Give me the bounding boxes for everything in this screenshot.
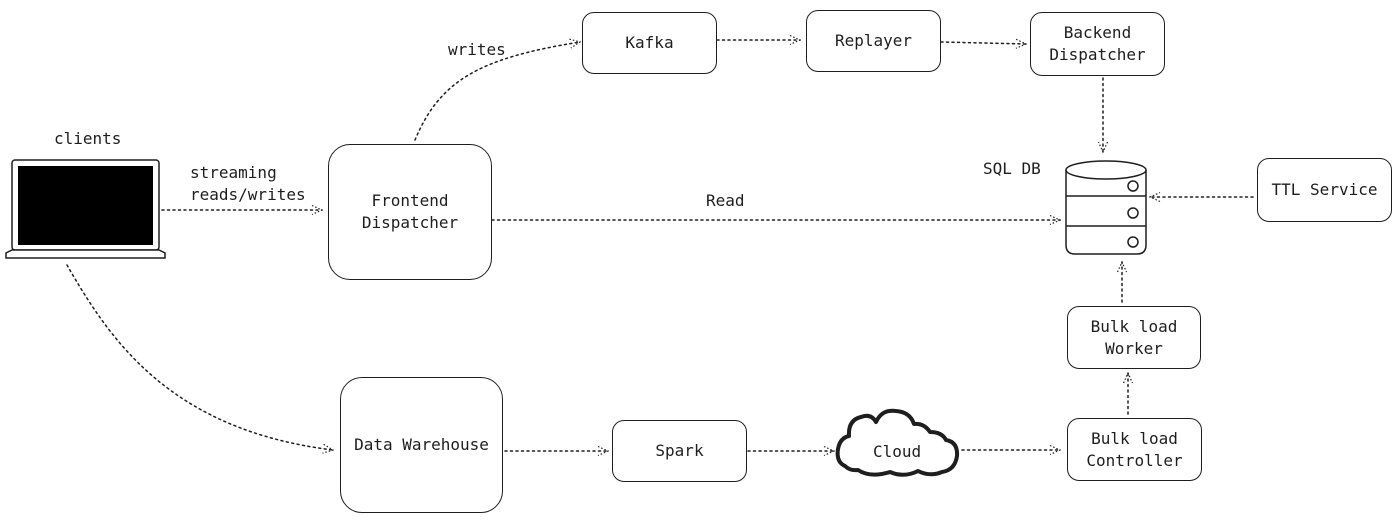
backend-dispatcher-node: Backend Dispatcher [1030, 12, 1165, 76]
bulk-load-worker-node: Bulk load Worker [1067, 306, 1201, 369]
streaming-edge-label: streaming reads/writes [190, 163, 306, 204]
edge-frontend-kafka [414, 42, 580, 141]
writes-edge-label: writes [448, 40, 506, 59]
frontend-dispatcher-label: Frontend Dispatcher [361, 191, 459, 232]
kafka-label: Kafka [625, 33, 674, 52]
ttl-service-node: TTL Service [1257, 158, 1392, 222]
bulk-load-controller-label: Bulk load Controller [1086, 428, 1183, 470]
bulk-load-controller-node: Bulk load Controller [1067, 418, 1202, 481]
laptop-icon [5, 159, 166, 259]
data-warehouse-node: Data Warehouse [340, 377, 503, 513]
replayer-node: Replayer [806, 10, 941, 72]
kafka-node: Kafka [582, 12, 717, 74]
edge-clients-warehouse [66, 264, 333, 450]
sql-db-label: SQL DB [983, 159, 1041, 178]
read-edge-label: Read [706, 191, 745, 210]
data-warehouse-label: Data Warehouse [354, 435, 489, 454]
replayer-label: Replayer [834, 31, 913, 50]
ttl-service-label: TTL Service [1271, 180, 1378, 199]
database-icon [1065, 160, 1147, 255]
spark-label: Spark [655, 441, 704, 460]
frontend-dispatcher-node: Frontend Dispatcher [328, 144, 492, 280]
clients-label: clients [54, 129, 122, 148]
spark-node: Spark [612, 420, 747, 482]
cloud-label: Cloud [873, 442, 922, 461]
bulk-load-worker-label: Bulk load Worker [1090, 316, 1178, 358]
edge-replayer-backend [940, 42, 1026, 44]
cloud-shape [835, 408, 960, 477]
backend-dispatcher-label: Backend Dispatcher [1049, 23, 1146, 64]
